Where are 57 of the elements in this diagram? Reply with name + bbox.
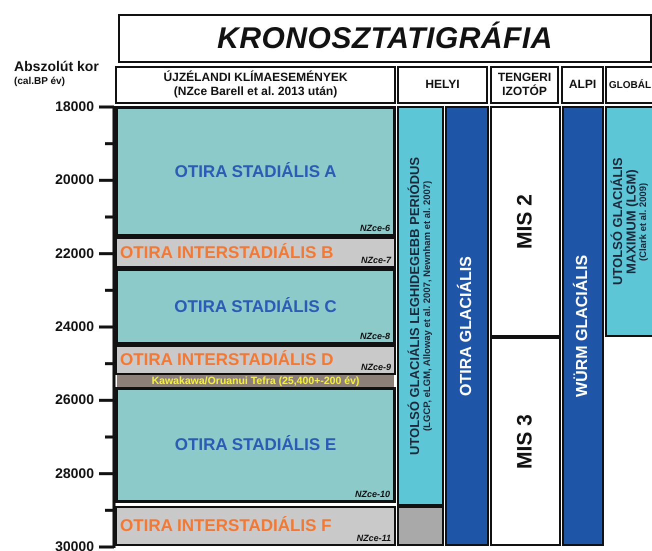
- stadial-period-box: [115, 268, 396, 345]
- column-header-text: (NZce Barell et al. 2013 után): [174, 85, 338, 99]
- stage-name: MIS 2: [514, 194, 538, 249]
- interstadial-period-box: [115, 345, 396, 375]
- event-code: NZce-10: [354, 489, 390, 499]
- column-header-text: ALPI: [568, 78, 596, 92]
- stadial-period-box: [115, 387, 396, 503]
- column-header-text: HELYI: [425, 78, 460, 92]
- period-name: OTIRA STADIÁLIS A: [174, 162, 336, 182]
- axis-tick-label: 18000: [54, 98, 94, 114]
- climate-period-bar: [397, 106, 444, 506]
- period-name: OTIRA STADIÁLIS C: [174, 296, 337, 316]
- period-box: [397, 506, 444, 546]
- axis-title: Abszolút kor: [14, 58, 99, 74]
- column-header: [490, 66, 559, 104]
- reference-note: (Clark et al. 2009): [638, 182, 650, 261]
- chart-title: KRONOSZTATIGRÁFIA: [217, 22, 553, 56]
- column-header: [397, 66, 488, 104]
- axis-tick-label: 20000: [54, 171, 94, 188]
- axis-tick-label: 28000: [54, 464, 94, 481]
- isotope-stage-box: [490, 337, 561, 546]
- axis-unit: (cal.BP év): [14, 76, 65, 87]
- column-header: [561, 66, 604, 104]
- period-name: WÜRM GLACIÁLIS: [574, 254, 592, 398]
- event-code: NZce-7: [360, 255, 391, 265]
- axis-tick-label: 26000: [54, 391, 94, 408]
- period-name: OTIRA STADIÁLIS E: [174, 435, 336, 455]
- period-name: UTOLSÓ GLACIÁLIS MAXIMUM (LGM): [610, 156, 638, 288]
- event-code: NZce-8: [360, 331, 390, 341]
- isotope-stage-box: [490, 106, 561, 337]
- stadial-period-box: [115, 106, 396, 237]
- period-name: OTIRA INTERSTADIÁLIS D: [120, 350, 334, 370]
- stage-name: MIS 3: [514, 414, 538, 469]
- interstadial-period-box: [115, 506, 396, 546]
- tephra-label: Kawakawa/Oruanui Tefra (25,400+-200 év): [152, 375, 360, 387]
- period-name: OTIRA INTERSTADIÁLIS F: [120, 516, 332, 536]
- period-name: OTIRA INTERSTADIÁLIS B: [120, 242, 334, 262]
- period-name: UTOLSÓ GLACIÁLIS LEGHIDEGEBB PERIÓDUS: [408, 156, 422, 456]
- glacial-period-bar: [445, 106, 489, 546]
- axis-tick-label: 22000: [54, 244, 94, 261]
- column-header: [605, 66, 652, 104]
- climate-period-bar: [605, 106, 652, 337]
- event-code: NZce-11: [356, 533, 391, 543]
- chart-title-box: [118, 14, 652, 63]
- column-header: [115, 66, 396, 104]
- interstadial-period-box: [115, 237, 396, 268]
- axis-tick-label: 30000: [54, 538, 94, 551]
- column-header-text: TENGERI IZOTÓP: [496, 71, 552, 99]
- event-code: NZce-6: [360, 223, 390, 233]
- column-header-text: ÚJZÉLANDI KLÍMAESEMÉNYEK: [163, 71, 348, 85]
- period-name: OTIRA GLACIÁLIS: [458, 256, 476, 396]
- column-header-text: GLOBÁL: [608, 80, 652, 90]
- tephra-layer-band: [117, 375, 394, 387]
- axis-tick-label: 24000: [54, 318, 94, 334]
- reference-note: (LGCP, eLGM, Alloway et al. 2007, Newnham et al. 2007): [422, 180, 433, 432]
- glacial-period-bar: [562, 106, 604, 546]
- event-code: NZce-9: [360, 362, 391, 372]
